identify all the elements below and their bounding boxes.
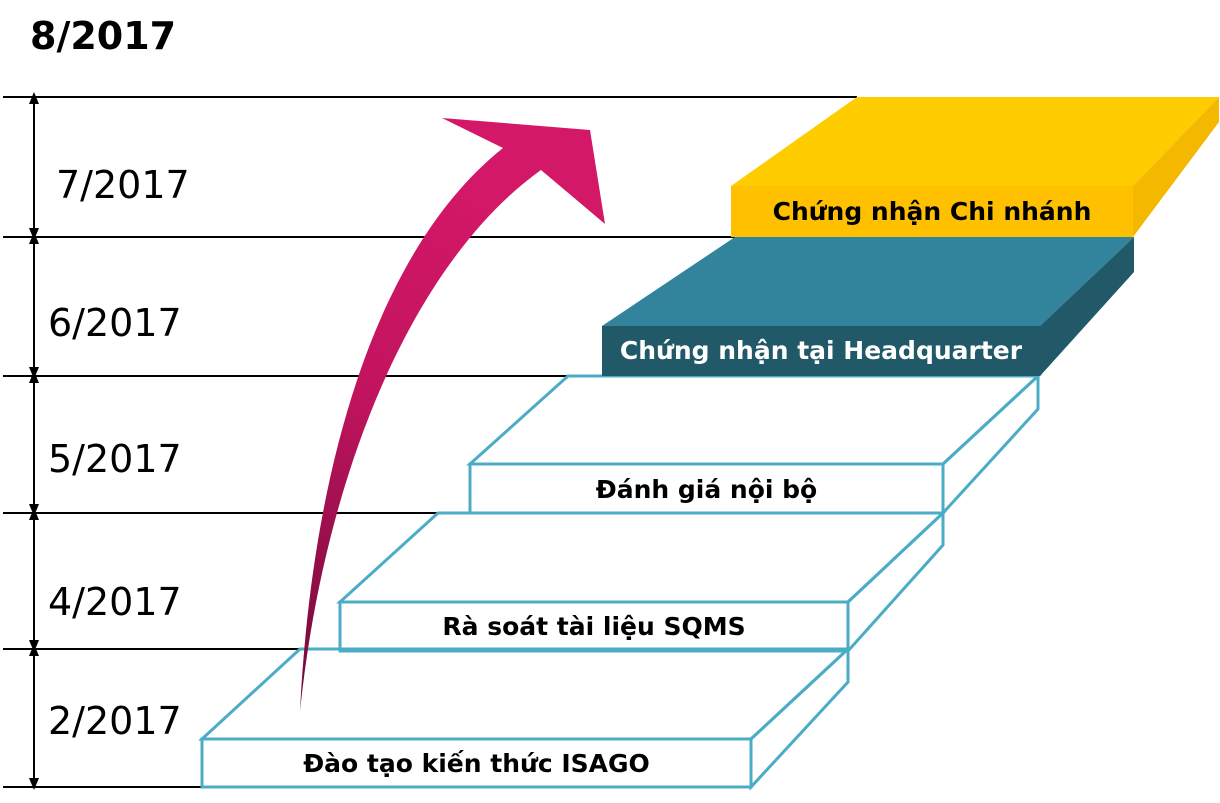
timeline-label: 4/2017 [48,580,182,624]
step-5-label: Chứng nhận Chi nhánh [772,197,1092,226]
step-1-label: Đào tạo kiến thức ISAGO [303,749,650,778]
step-5-block [731,97,1219,237]
step-4-label: Chứng nhận tại Headquarter [619,336,1023,365]
timeline-label: 6/2017 [48,301,182,345]
top-date-label: 8/2017 [30,14,177,58]
step-3-label: Đánh giá nội bộ [595,475,818,504]
growth-arrow [300,118,605,711]
interval-arrows [29,92,39,790]
timeline-label: 2/2017 [48,699,182,743]
step-4-block [602,237,1134,376]
timeline-label: 5/2017 [48,437,182,481]
timeline-label: 7/2017 [56,163,190,207]
step-2-label: Rà soát tài liệu SQMS [442,612,746,641]
